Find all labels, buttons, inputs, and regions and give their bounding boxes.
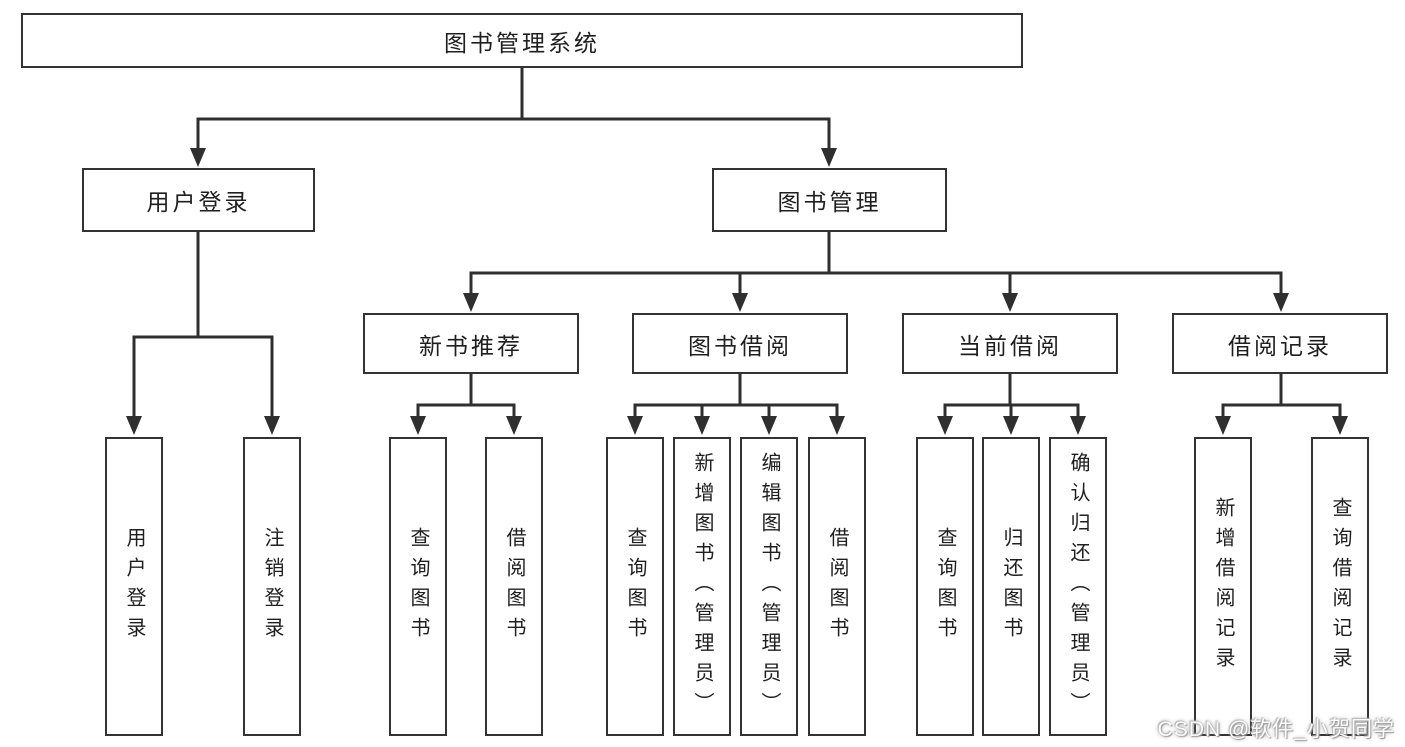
leaf-query-books-recommend: 查询图书: [389, 437, 447, 736]
node-user-login: 用户登录: [82, 168, 315, 232]
leaf-query-books-current: 查询图书: [916, 437, 974, 736]
leaf-query-books-borrowing: 查询图书: [606, 437, 664, 736]
node-book-borrowing-label: 图书借阅: [688, 332, 792, 359]
leaf-edit-books-admin: 编辑图书（管理员）: [740, 437, 798, 736]
leaf-add-borrow-record-label: 新增借阅记录: [1212, 496, 1234, 677]
arrow-down-icon: [1215, 416, 1231, 435]
leaf-confirm-return-admin-label: 确认归还（管理员）: [1067, 451, 1089, 722]
connector-book-management-children: [463, 230, 1289, 312]
arrow-down-icon: [190, 148, 206, 167]
arrow-down-icon: [126, 416, 142, 435]
leaf-borrow-books-borrowing-label: 借阅图书: [826, 526, 848, 647]
node-book-management-label: 图书管理: [777, 189, 882, 215]
leaf-logout-label: 注销登录: [261, 526, 283, 647]
arrow-down-icon: [1002, 293, 1018, 312]
arrow-down-icon: [821, 148, 837, 167]
leaf-borrow-books-borrowing: 借阅图书: [808, 437, 866, 736]
leaf-query-books-borrowing-label: 查询图书: [624, 526, 646, 647]
connector-current-borrowing-children: [937, 372, 1086, 435]
leaf-user-login: 用户登录: [105, 437, 163, 736]
node-current-borrowing: 当前借阅: [902, 313, 1118, 374]
leaf-add-borrow-record: 新增借阅记录: [1194, 437, 1252, 736]
leaf-return-books-label: 归还图书: [1000, 526, 1022, 647]
arrow-down-icon: [1332, 416, 1348, 435]
node-borrow-records-label: 借阅记录: [1228, 332, 1332, 359]
node-new-book-recommend-label: 新书推荐: [419, 332, 523, 359]
arrow-down-icon: [627, 416, 643, 435]
arrow-down-icon: [506, 416, 522, 435]
node-user-login-label: 用户登录: [146, 189, 251, 215]
node-current-borrowing-label: 当前借阅: [958, 332, 1062, 359]
leaf-borrow-books-recommend-label: 借阅图书: [503, 526, 525, 647]
leaf-user-login-label: 用户登录: [123, 526, 145, 647]
arrow-down-icon: [761, 416, 777, 435]
node-book-management: 图书管理: [712, 168, 947, 232]
arrow-down-icon: [732, 293, 748, 312]
arrow-down-icon: [463, 293, 479, 312]
node-new-book-recommend: 新书推荐: [363, 313, 579, 374]
arrow-down-icon: [1070, 416, 1086, 435]
connector-root-to-level2: [190, 65, 837, 167]
connector-user-login-children: [126, 230, 280, 435]
arrow-down-icon: [829, 416, 845, 435]
leaf-query-borrow-record: 查询借阅记录: [1311, 437, 1369, 736]
connector-book-borrowing-children: [627, 372, 845, 435]
leaf-query-books-recommend-label: 查询图书: [407, 526, 429, 647]
node-root: 图书管理系统: [21, 13, 1023, 68]
leaf-borrow-books-recommend: 借阅图书: [485, 437, 543, 736]
arrow-down-icon: [264, 416, 280, 435]
leaf-add-books-admin: 新增图书（管理员）: [673, 437, 731, 736]
arrow-down-icon: [1003, 416, 1019, 435]
leaf-edit-books-admin-label: 编辑图书（管理员）: [758, 451, 780, 722]
connector-new-book-recommend-children: [410, 372, 522, 435]
leaf-add-books-admin-label: 新增图书（管理员）: [691, 451, 713, 722]
leaf-confirm-return-admin: 确认归还（管理员）: [1049, 437, 1107, 736]
arrow-down-icon: [1273, 293, 1289, 312]
arrow-down-icon: [694, 416, 710, 435]
connector-borrow-records-children: [1215, 372, 1348, 435]
node-book-borrowing: 图书借阅: [632, 313, 848, 374]
leaf-query-books-current-label: 查询图书: [934, 526, 956, 647]
node-root-label: 图书管理系统: [444, 29, 600, 56]
leaf-query-borrow-record-label: 查询借阅记录: [1329, 496, 1351, 677]
csdn-watermark: CSDN @软件_小贺同学: [1157, 718, 1395, 741]
arrow-down-icon: [410, 416, 426, 435]
node-borrow-records: 借阅记录: [1172, 313, 1388, 374]
arrow-down-icon: [937, 416, 953, 435]
leaf-return-books: 归还图书: [982, 437, 1040, 736]
leaf-logout: 注销登录: [243, 437, 301, 736]
